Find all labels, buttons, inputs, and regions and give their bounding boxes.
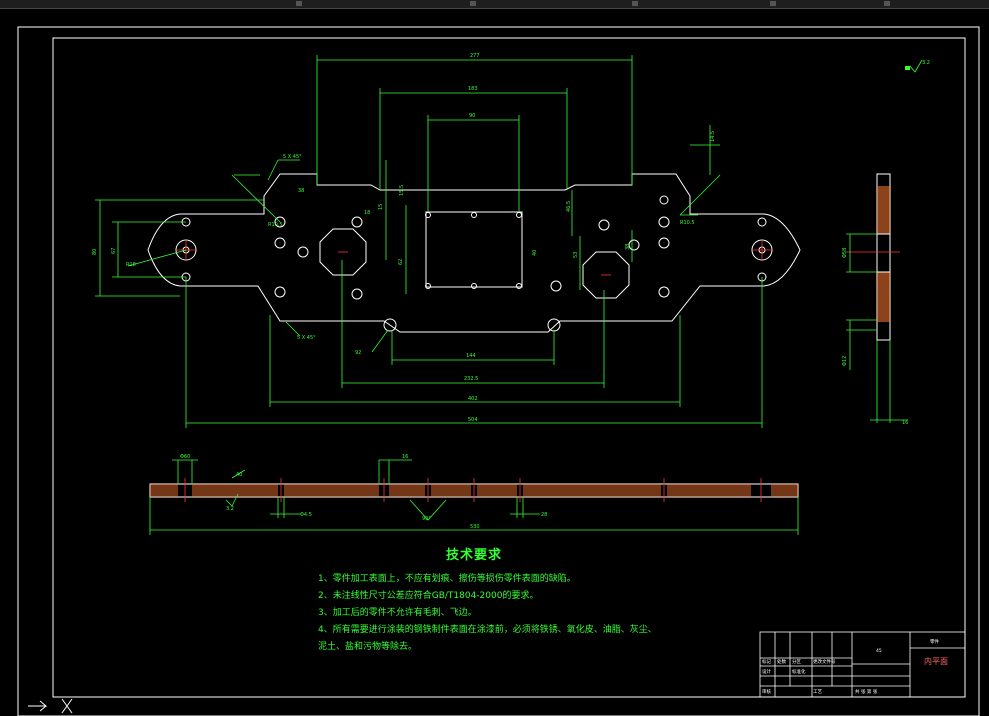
dim-r10-right: R10.5 xyxy=(680,220,695,226)
dim-15-5: 15.5 xyxy=(399,185,405,196)
ucs-icon xyxy=(28,698,73,714)
tb-change-doc: 更改文件号 xyxy=(813,658,836,665)
dim-504: 504 xyxy=(468,417,478,423)
toolbar-marker xyxy=(470,1,476,6)
dim-183: 183 xyxy=(468,86,478,92)
holes xyxy=(175,195,773,332)
notes-title: 技术要求 xyxy=(446,548,503,563)
dim-80: 80 xyxy=(92,249,98,255)
window-top-bar xyxy=(0,0,989,9)
sec-dim-4-5: Φ4.5 xyxy=(300,512,312,518)
dim-67: 67 xyxy=(111,248,117,254)
dim-277: 277 xyxy=(470,53,480,59)
toolbar-marker xyxy=(296,1,302,6)
dim-14-5: 14.5 xyxy=(710,131,716,142)
dimension-labels: 277 183 90 14.5 5 X 45° R10.5 R10.5 38 8… xyxy=(92,53,716,423)
tb-standard: 标准化 xyxy=(792,668,806,675)
tb-part-name: 内平面 xyxy=(924,656,948,666)
side-dim-16: 16 xyxy=(902,420,908,426)
side-view: Φ58 Φ12 16 xyxy=(842,173,908,426)
tb-material: 45 xyxy=(876,648,882,654)
side-dim-58: Φ58 xyxy=(842,248,848,258)
roughness-symbol: 3.2 xyxy=(905,59,930,73)
center-marks xyxy=(176,240,772,276)
tb-process: 工艺 xyxy=(813,689,822,695)
plate-plan-view xyxy=(147,173,801,333)
outer-frame xyxy=(17,26,980,716)
dim-38-right: 38 xyxy=(625,244,631,250)
toolbar-marker xyxy=(770,1,776,6)
note-line-5: 泥土、盐和污物等除去。 xyxy=(318,642,418,652)
tb-design: 设计 xyxy=(762,668,771,675)
side-dim-12: Φ12 xyxy=(842,356,848,366)
dim-232-5: 232.5 xyxy=(464,376,478,382)
sec-angle: 90° xyxy=(422,516,431,522)
tb-zone: 分区 xyxy=(792,658,801,665)
sec-dim-60: Φ60 xyxy=(180,454,190,460)
dim-144: 144 xyxy=(466,353,476,359)
dim-53: 53 xyxy=(573,252,579,258)
dim-402: 402 xyxy=(468,396,478,402)
toolbar-marker xyxy=(632,1,638,6)
title-block-text: 标记 处数 分区 更改文件号 设计 标准化 审核 工艺 共 张 第 张 45 零… xyxy=(762,638,939,695)
dim-r10-left: R10.5 xyxy=(268,222,283,228)
sec-dim-530: 530 xyxy=(470,524,480,530)
roughness-value: 3.2 xyxy=(922,60,930,66)
dim-r8: 92 xyxy=(355,350,361,356)
tb-count: 处数 xyxy=(777,658,786,665)
inner-border xyxy=(52,37,966,698)
note-line-4: 4、所有需要进行涂装的钢铁制件表面在涂漆前，必须将铁锈、氧化皮、油脂、灰尘、 xyxy=(318,625,657,635)
dim-18: 18 xyxy=(364,210,370,216)
tb-sheets: 共 张 第 张 xyxy=(855,688,878,695)
tb-review: 审核 xyxy=(762,688,771,695)
title-block xyxy=(759,631,966,698)
dim-90: 90 xyxy=(469,113,475,119)
tb-mark: 标记 xyxy=(762,658,771,665)
dim-chamfer-top: 5 X 45° xyxy=(283,154,302,160)
technical-requirements: 技术要求 1、零件加工表面上，不应有划痕、擦伤等损伤零件表面的缺陷。 2、未注线… xyxy=(318,544,748,656)
tb-drawing-no: 零件 xyxy=(930,638,939,645)
sec-dim-16: 16 xyxy=(402,454,408,460)
note-line-1: 1、零件加工表面上，不应有划痕、擦伤等损伤零件表面的缺陷。 xyxy=(318,574,576,584)
sec-roughness: 3.2 xyxy=(226,506,234,512)
cad-drawing-canvas[interactable]: 277 183 90 14.5 5 X 45° R10.5 R10.5 38 8… xyxy=(0,9,989,716)
dimension-lines xyxy=(95,55,763,428)
note-line-2: 2、未注线性尺寸公差应符合GB/T1804-2000的要求。 xyxy=(318,591,539,601)
toolbar-marker xyxy=(884,1,890,6)
dim-40: 40 xyxy=(532,250,538,256)
dim-38: 38 xyxy=(298,188,304,194)
dim-15: 15 xyxy=(378,204,384,210)
dim-62: 62 xyxy=(398,259,404,265)
dim-46-5: 46.5 xyxy=(566,201,572,212)
dim-chamfer-bottom: 5 X 45° xyxy=(297,335,316,341)
sec-dim-28: 28 xyxy=(541,512,547,518)
sec-dim-40: 40 xyxy=(236,472,242,478)
section-view: Φ60 16 40 90° Φ4.5 28 530 3.2 xyxy=(149,454,799,535)
dim-r18: R18 xyxy=(126,262,136,268)
note-line-3: 3、加工后的零件不允许有毛刺、飞边。 xyxy=(318,608,477,618)
